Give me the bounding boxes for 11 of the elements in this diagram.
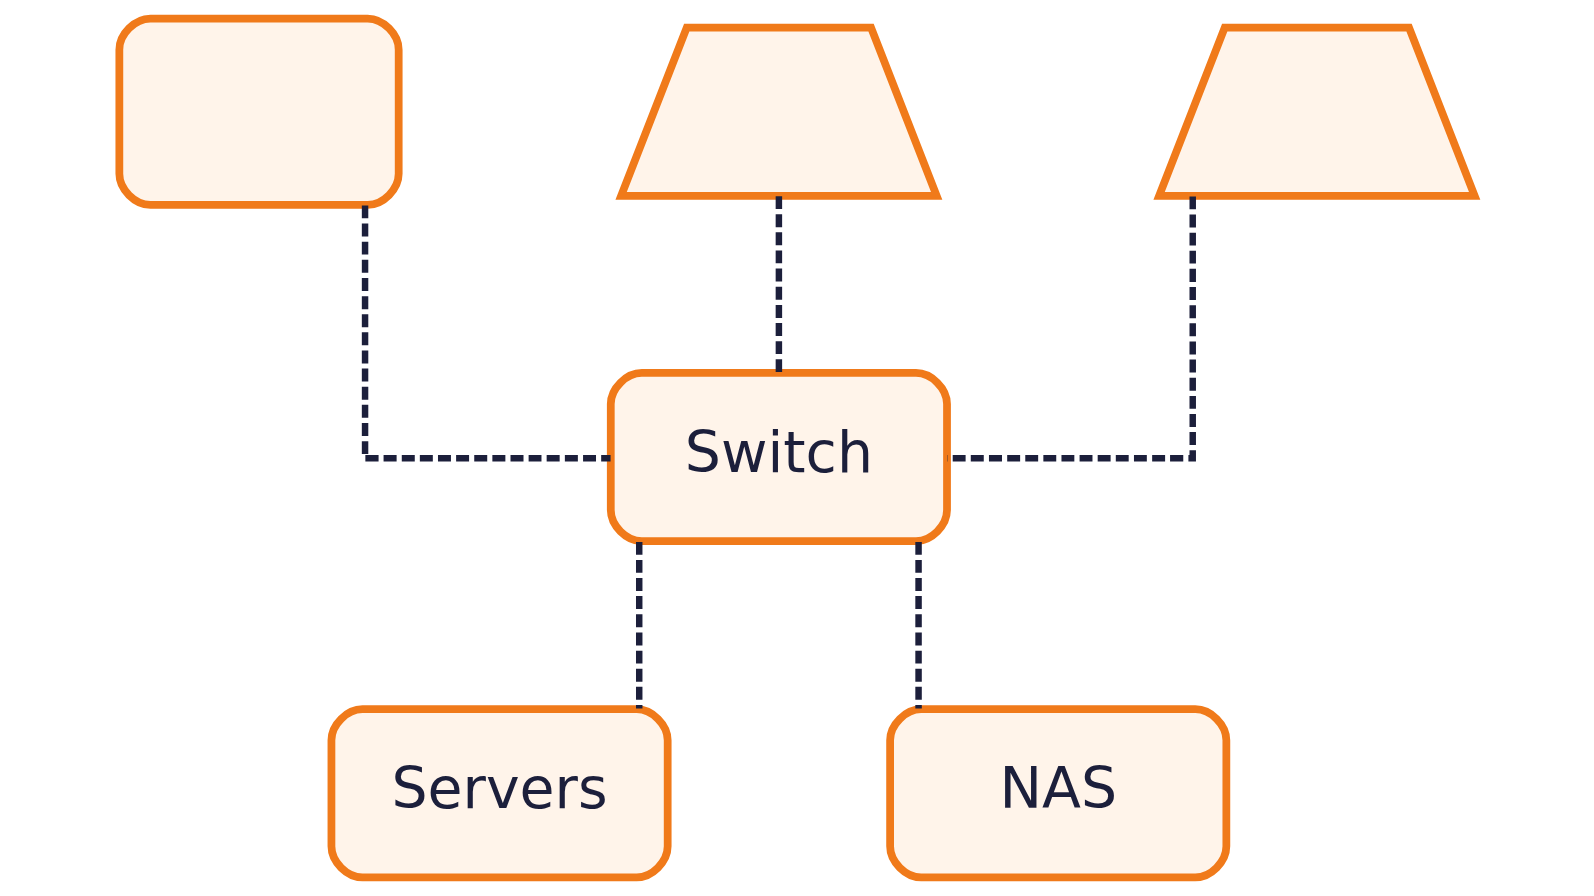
node-monitor [115,14,403,209]
connector [915,541,922,709]
connector [636,541,643,709]
node-box: NAS [886,705,1231,882]
node-box: Switch [606,369,951,545]
node-laptop [615,23,943,200]
connector [361,205,611,462]
node-laptop [1153,23,1481,200]
node-box: Servers [327,705,672,882]
connector [775,196,783,373]
connector [947,196,1196,462]
